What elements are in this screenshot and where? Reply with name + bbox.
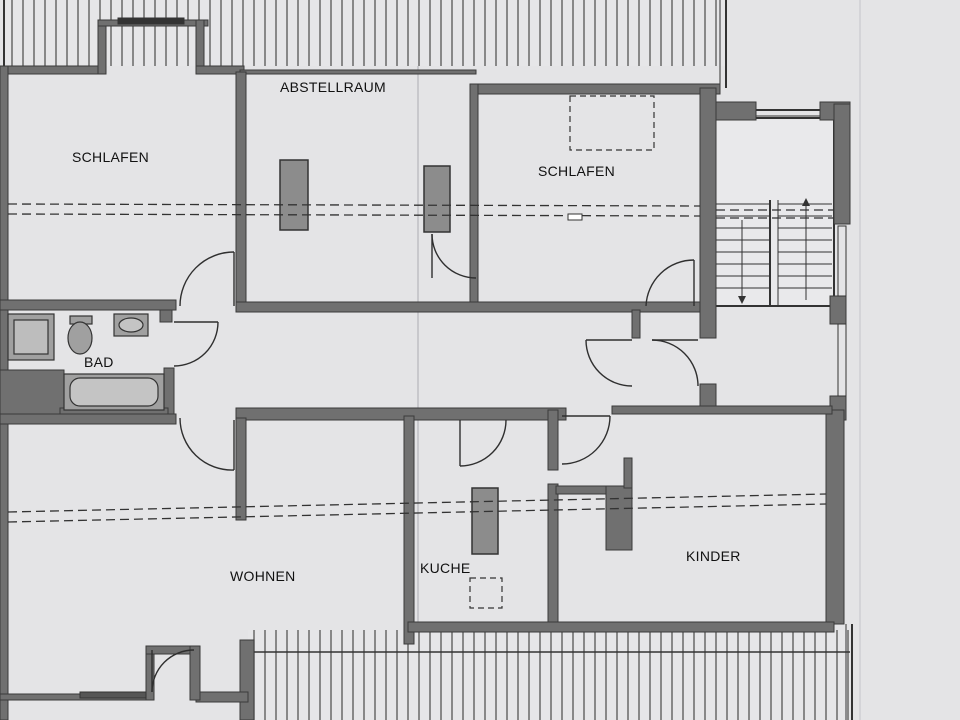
skylights	[469, 95, 655, 609]
room-label-schlafen-right: SCHLAFEN	[538, 163, 615, 179]
room-label-schlafen-left: SCHLAFEN	[72, 149, 149, 165]
bathroom-fixtures	[7, 313, 165, 411]
beam-lines	[7, 203, 834, 523]
staircase	[713, 109, 835, 307]
room-label-wohnen: WOHNEN	[230, 568, 296, 584]
room-label-bad: BAD	[84, 354, 114, 370]
windows	[79, 17, 847, 699]
small-fixture	[567, 213, 583, 221]
balcony-top	[3, 0, 727, 88]
room-label-kinder: KINDER	[686, 548, 741, 564]
balcony-bottom	[248, 624, 853, 720]
room-label-abstellraum: ABSTELLRAUM	[280, 79, 386, 95]
walls	[0, 19, 851, 720]
doors	[151, 233, 699, 693]
room-labels: SCHLAFEN ABSTELLRAUM SCHLAFEN BAD WOHNEN…	[72, 79, 741, 584]
chimneys	[279, 159, 499, 555]
room-label-kuche: KUCHE	[420, 560, 471, 576]
